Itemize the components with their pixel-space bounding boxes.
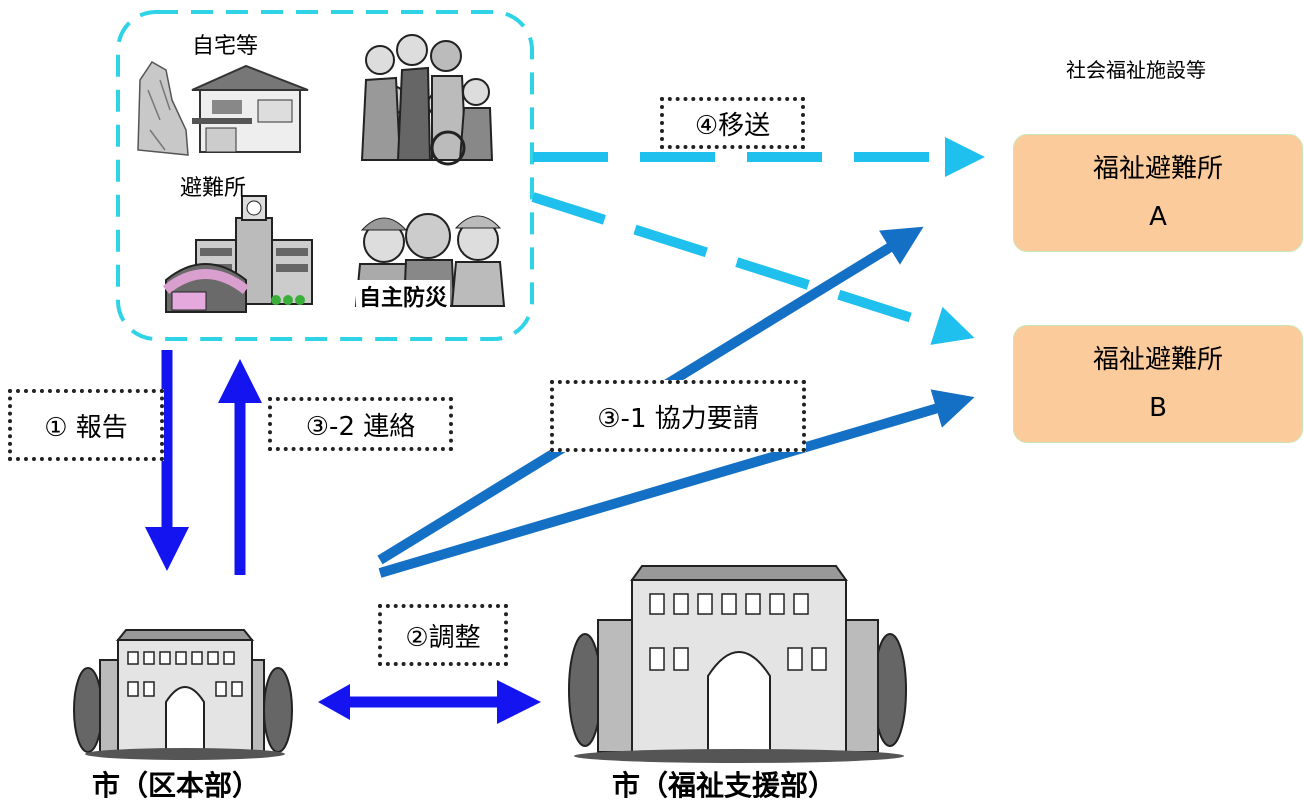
disaster-prevention-label: 自主防災 [356, 280, 451, 312]
cliff-illustration [137, 61, 189, 156]
facility-a-title: 福祉避難所 [1092, 154, 1223, 184]
step-transfer-label: ④移送 [660, 97, 805, 149]
facility-b-letter: B [1149, 393, 1167, 423]
facility-b: 福祉避難所 B [1013, 325, 1303, 443]
shelter-building-illustration [162, 195, 313, 313]
ward-office-building [73, 629, 293, 760]
welfare-office-building [568, 565, 907, 763]
shelter-label: 避難所 [180, 176, 247, 201]
ward-office-label: 市（区本部） [92, 769, 261, 802]
step-request-label: ③-1 協力要請 [550, 380, 806, 452]
facility-b-title: 福祉避難所 [1092, 345, 1223, 375]
people-group-illustration [360, 34, 494, 166]
step-report-label: ① 報告 [8, 389, 164, 461]
home-label: 自宅等 [192, 34, 259, 59]
adjust-arrow-left-head [318, 684, 350, 720]
facilities-header: 社会福祉施設等 [1066, 58, 1206, 82]
transfer-arrow-b [531, 192, 975, 345]
house-illustration [191, 64, 309, 153]
welfare-office-label: 市（福祉支援部） [612, 769, 837, 802]
request-arrow-b [378, 389, 975, 578]
source-group-border [116, 10, 534, 341]
step-contact-label: ③-2 連絡 [268, 397, 453, 451]
facility-a: 福祉避難所 A [1013, 134, 1303, 252]
step-adjust-label: ②調整 [378, 604, 508, 666]
facility-a-letter: A [1149, 202, 1167, 232]
